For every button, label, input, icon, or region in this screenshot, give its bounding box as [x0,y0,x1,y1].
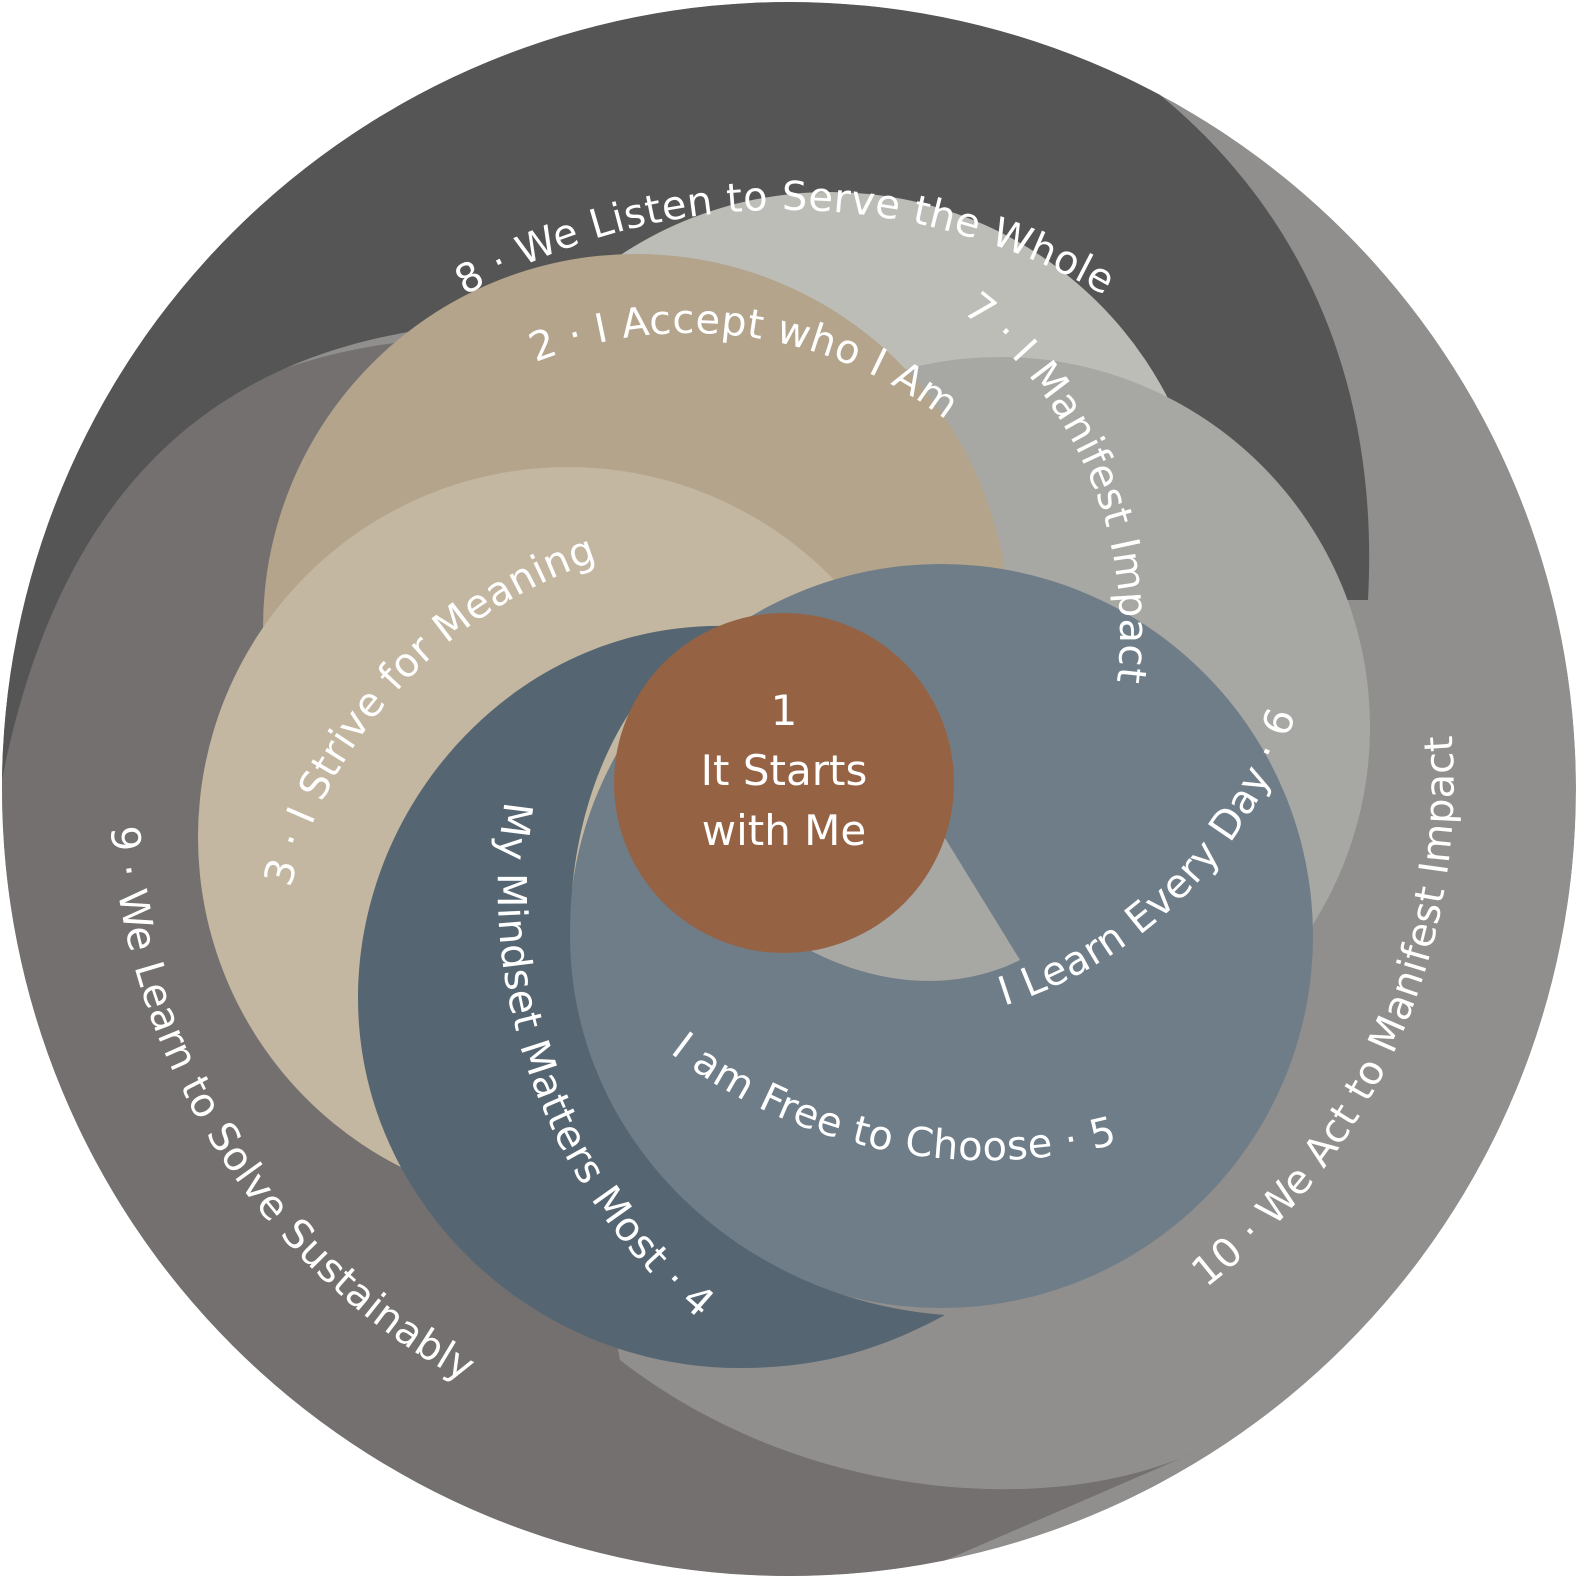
center-line-1: It Starts [701,746,868,795]
center-number: 1 [771,686,798,735]
center-line-2: with Me [702,806,867,855]
center-circle [614,613,954,953]
segment-4-arc [358,625,945,1368]
segment-8-arc [2,2,1370,790]
segment-6-inner-wedge [800,830,1020,981]
